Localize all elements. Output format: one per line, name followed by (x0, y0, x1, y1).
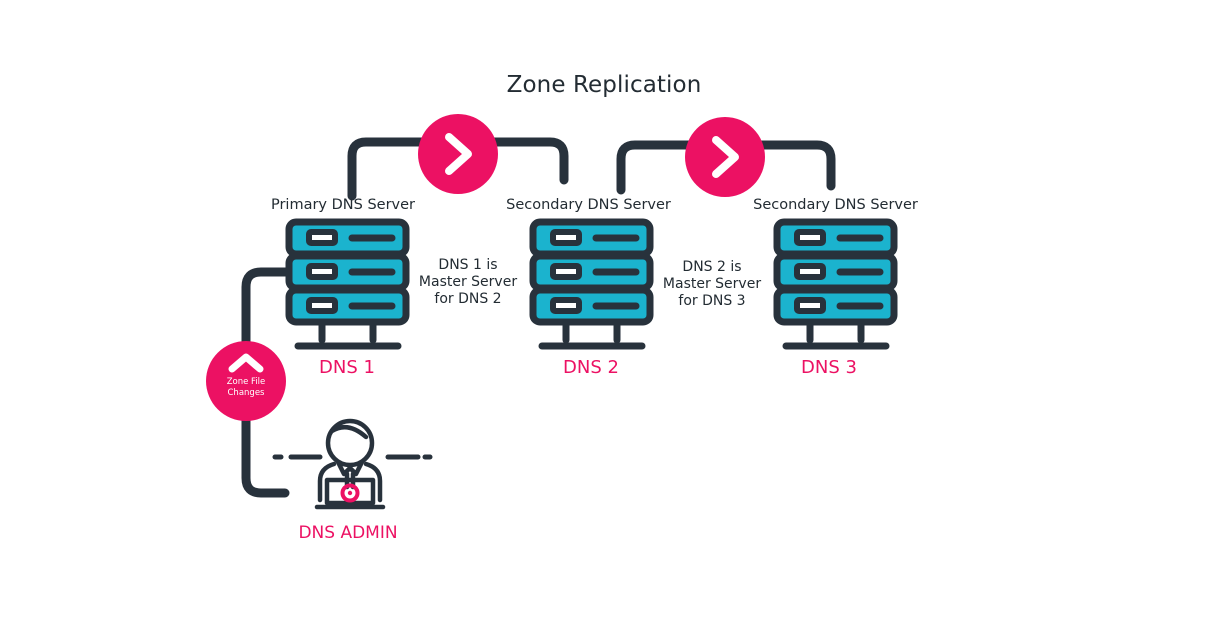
server-label-dns-3: DNS 3 (801, 357, 857, 378)
server-rack-dns-1 (285, 218, 410, 350)
chevron-up-icon (228, 353, 264, 373)
server-label-dns-2: DNS 2 (563, 357, 619, 378)
laptop-logo-icon (340, 483, 360, 503)
replication-badge-2[interactable] (685, 117, 765, 197)
chevron-right-icon (712, 136, 739, 178)
admin-label: DNS ADMIN (298, 523, 398, 543)
replication-badge-1[interactable] (418, 114, 498, 194)
server-label-dns-1: DNS 1 (319, 357, 375, 378)
page-title: Zone Replication (506, 72, 702, 98)
zone-file-badge-label: Zone File Changes (226, 377, 266, 398)
relation-note-2: DNS 2 is Master Server for DNS 3 (662, 259, 762, 309)
server-rack-dns-3 (773, 218, 898, 350)
server-rack-dns-2 (529, 218, 654, 350)
server-caption-dns-3: Secondary DNS Server (753, 197, 918, 213)
server-caption-dns-1: Primary DNS Server (270, 197, 416, 213)
relation-note-1: DNS 1 is Master Server for DNS 2 (418, 257, 518, 307)
chevron-right-icon (445, 133, 472, 175)
zone-file-badge[interactable] (206, 341, 286, 421)
server-caption-dns-2: Secondary DNS Server (506, 197, 671, 213)
